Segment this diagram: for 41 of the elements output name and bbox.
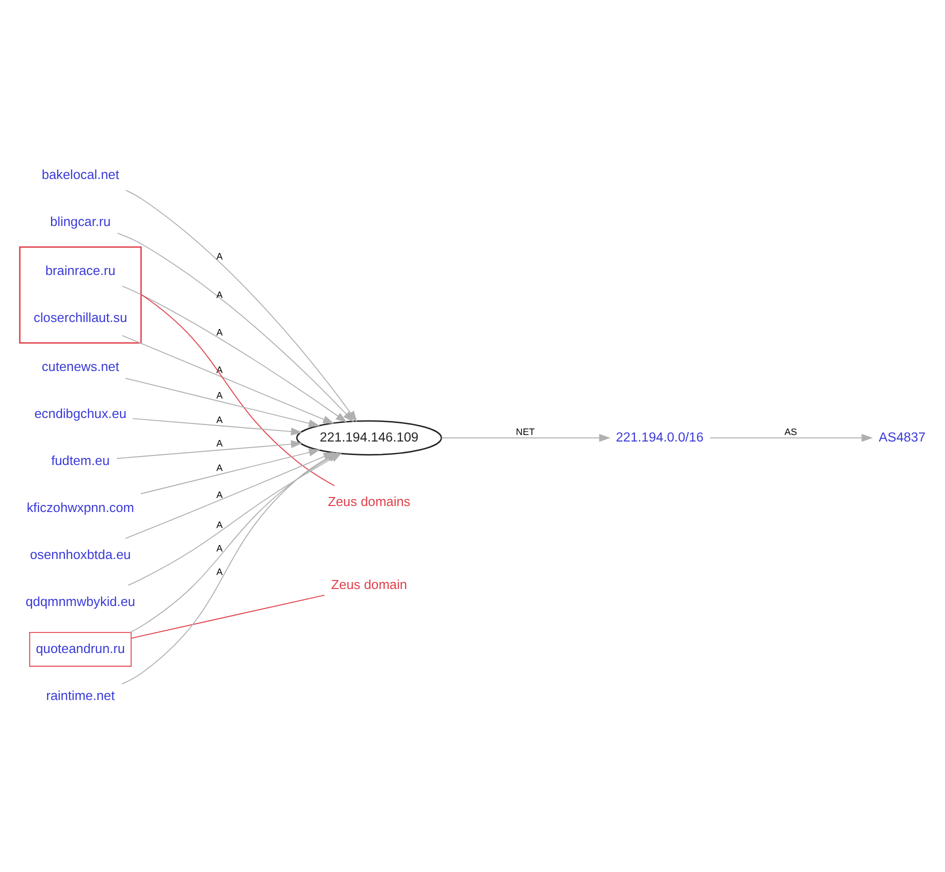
node-text: closerchillaut.su <box>34 310 128 325</box>
edge-label: A <box>216 250 223 262</box>
edge-label: A <box>216 364 223 376</box>
edge-label: A <box>216 414 223 425</box>
arrow <box>125 378 320 428</box>
edge-label: A <box>216 489 223 500</box>
node-text: Zeus domain <box>331 576 408 592</box>
node-text: blingcar.ru <box>50 214 111 230</box>
edge-label: AS <box>784 426 798 438</box>
arrow <box>117 232 354 422</box>
edge-label: A <box>216 462 223 473</box>
edge-label: A <box>216 519 223 530</box>
connector <box>130 594 325 639</box>
edge-label: A <box>216 389 223 400</box>
node-text: kficzohwxpnn.com <box>26 500 134 515</box>
edge-label: A <box>216 437 223 448</box>
edge-label: A <box>216 542 223 554</box>
arrow <box>122 286 348 423</box>
arrow <box>710 434 873 442</box>
node-text: raintime.net <box>46 688 115 703</box>
arrow <box>140 448 320 494</box>
arrow <box>440 434 610 442</box>
node-text: bakelocal.net <box>42 167 120 182</box>
node-text: osennhoxbtda.eu <box>30 546 131 562</box>
cluster <box>19 246 142 344</box>
node-box: quoteandrun.ru <box>29 632 132 667</box>
node-text: 221.194.0.0/16 <box>616 429 704 444</box>
node-text: fudtem.eu <box>51 452 110 468</box>
node-text: qdqmnmwbykid.eu <box>26 594 136 609</box>
arrow <box>116 440 302 459</box>
edge-label: NET <box>516 426 535 438</box>
node-text: ecndibgchux.eu <box>34 406 126 421</box>
node-text: cutenews.net <box>42 358 120 374</box>
edge-label: A <box>216 566 223 578</box>
arrow <box>132 418 302 436</box>
node-text: AS4837 <box>878 429 926 444</box>
node-text: brainrace.ru <box>45 263 116 278</box>
node-text: Zeus domains <box>328 494 410 510</box>
edge-label: A <box>216 326 223 338</box>
arrow <box>122 335 334 424</box>
edge-label: A <box>216 288 223 300</box>
